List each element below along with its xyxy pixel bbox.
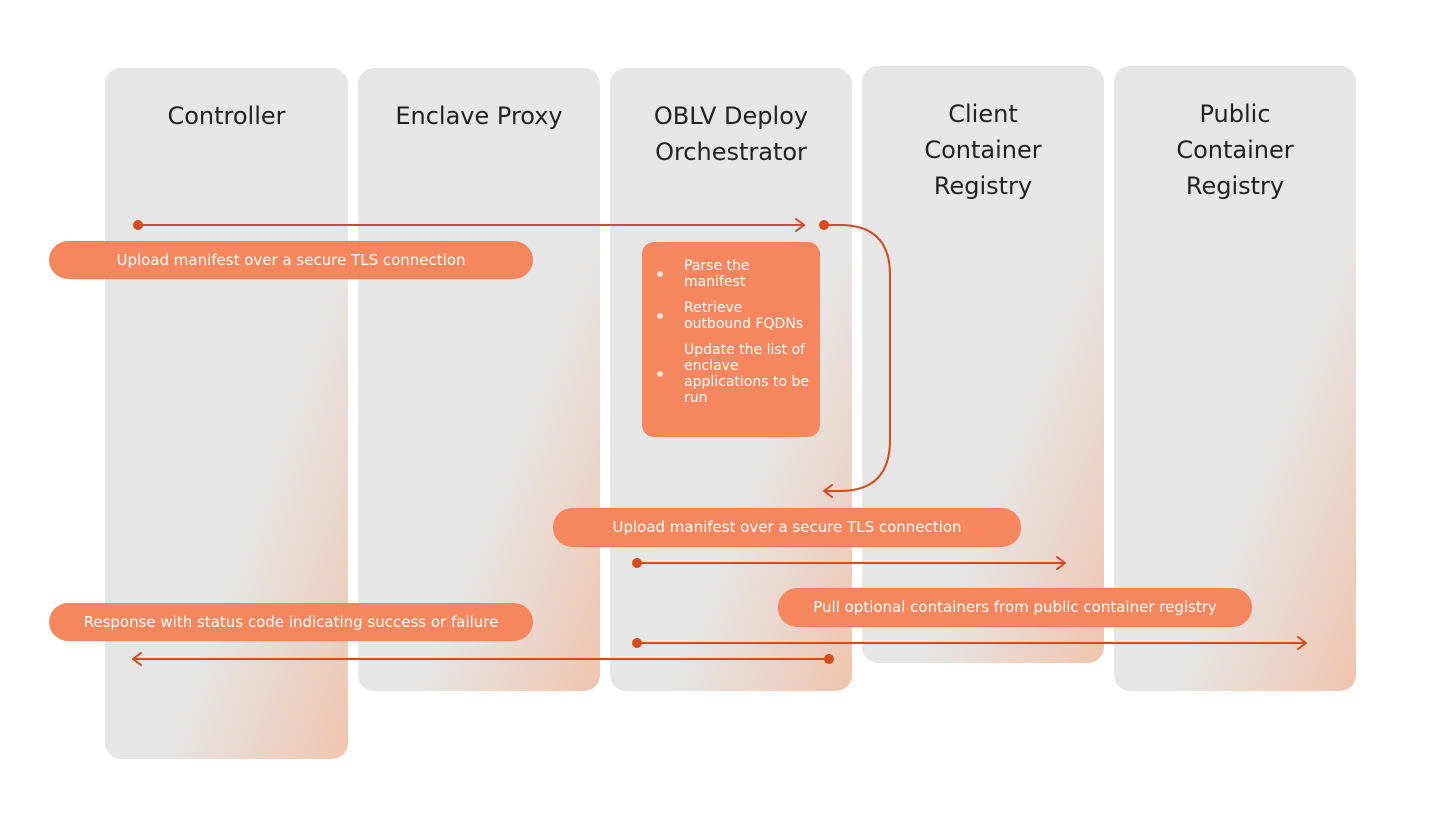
arrowhead-icon [132, 652, 142, 666]
arrowhead-icon [1056, 556, 1066, 570]
step-text: Parse the manifest [684, 258, 750, 290]
step-text: Update the list of enclave applications … [684, 342, 809, 406]
orchestrator-steps-box: Parse the manifest Retrieve outbound FQD… [642, 242, 820, 437]
lane-title-client-container-registry: Client Container Registry [924, 100, 1042, 200]
step-item: Update the list of enclave applications … [657, 342, 810, 406]
lane-title-public-container-registry: Public Container Registry [1176, 100, 1294, 200]
message-upload-manifest-to-client-registry: Upload manifest over a secure TLS connec… [553, 508, 1021, 547]
step-text: Retrieve outbound FQDNs [684, 300, 804, 332]
lane-title-enclave-proxy: Enclave Proxy [395, 102, 563, 130]
arrowhead-icon [1297, 636, 1307, 650]
bullet-icon [657, 271, 663, 277]
message-response-status: Response with status code indicating suc… [49, 603, 533, 641]
lane-public-container-registry: Public Container Registry [1114, 66, 1356, 691]
lane-enclave-proxy: Enclave Proxy [358, 68, 600, 691]
arrow-orchestrator-self-loop [823, 224, 891, 492]
step-item: Parse the manifest [657, 258, 810, 290]
message-pull-optional-containers: Pull optional containers from public con… [778, 588, 1252, 627]
lane-title-oblv-deploy-orchestrator: OBLV Deploy Orchestrator [653, 102, 809, 166]
bullet-icon [657, 313, 663, 319]
message-upload-manifest-to-orchestrator: Upload manifest over a secure TLS connec… [49, 241, 533, 279]
lane-controller: Controller [105, 68, 348, 759]
arrowhead-icon [823, 484, 833, 498]
orchestrator-steps-list: Parse the manifest Retrieve outbound FQD… [657, 258, 810, 406]
arrowhead-icon [795, 218, 805, 232]
lane-title-controller: Controller [167, 102, 286, 130]
bullet-icon [657, 371, 663, 377]
step-item: Retrieve outbound FQDNs [657, 300, 810, 332]
